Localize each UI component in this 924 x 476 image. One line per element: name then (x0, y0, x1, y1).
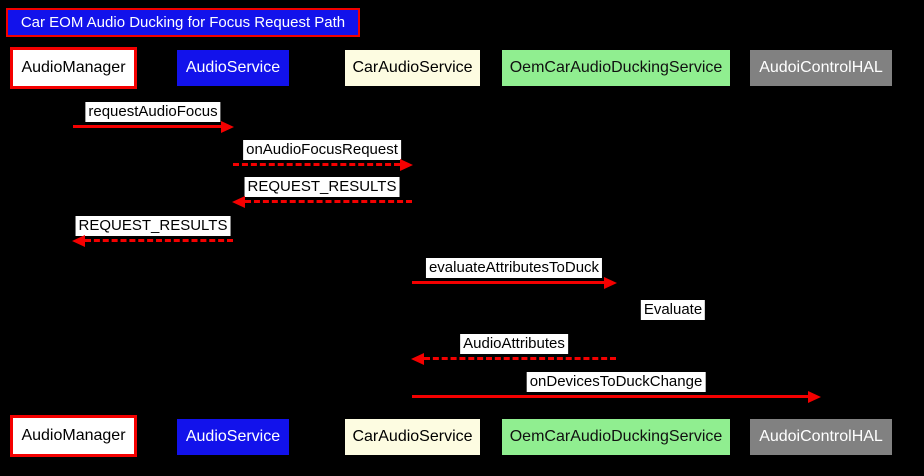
arrowhead-right-icon (808, 391, 821, 403)
message-label-request-results-2: REQUEST_RESULTS (75, 216, 231, 236)
message-arrow-request-audio-focus (73, 125, 221, 128)
message-arrow-request-results-2 (85, 239, 233, 242)
message-arrow-on-audio-focus-request (233, 163, 400, 166)
message-arrow-request-results-1 (245, 200, 412, 203)
message-label-evaluate-self: Evaluate (640, 300, 706, 320)
participant-audio-manager-bottom: AudioManager (10, 415, 137, 457)
message-arrow-audio-attributes (424, 357, 616, 360)
participant-car-audio-service-top: CarAudioService (345, 50, 480, 86)
participant-car-audio-service-bottom: CarAudioService (345, 419, 480, 455)
participant-audio-service-top: AudioService (177, 50, 289, 86)
message-label-on-audio-focus-request: onAudioFocusRequest (243, 140, 401, 160)
arrowhead-right-icon (221, 121, 234, 133)
arrowhead-left-icon (411, 353, 424, 365)
participant-audio-manager-top: AudioManager (10, 47, 137, 89)
arrowhead-right-icon (400, 159, 413, 171)
participant-audoi-control-hal-bottom: AudoiControlHAL (750, 419, 892, 455)
diagram-title: Car EOM Audio Ducking for Focus Request … (6, 8, 360, 37)
arrowhead-right-icon (604, 277, 617, 289)
participant-oem-car-audio-ducking-service-top: OemCarAudioDuckingService (502, 50, 730, 86)
message-label-request-audio-focus: requestAudioFocus (85, 102, 221, 122)
message-label-request-results-1: REQUEST_RESULTS (244, 177, 400, 197)
message-label-audio-attributes: AudioAttributes (460, 334, 568, 354)
arrowhead-left-icon (72, 235, 85, 247)
message-arrow-evaluate-attributes-to-duck (412, 281, 604, 284)
participant-audoi-control-hal-top: AudoiControlHAL (750, 50, 892, 86)
message-arrow-on-devices-to-duck-change (412, 395, 808, 398)
message-label-on-devices-to-duck-change: onDevicesToDuckChange (526, 372, 706, 392)
message-label-evaluate-attributes-to-duck: evaluateAttributesToDuck (425, 258, 603, 278)
arrowhead-left-icon (232, 196, 245, 208)
participant-oem-car-audio-ducking-service-bottom: OemCarAudioDuckingService (502, 419, 730, 455)
participant-audio-service-bottom: AudioService (177, 419, 289, 455)
